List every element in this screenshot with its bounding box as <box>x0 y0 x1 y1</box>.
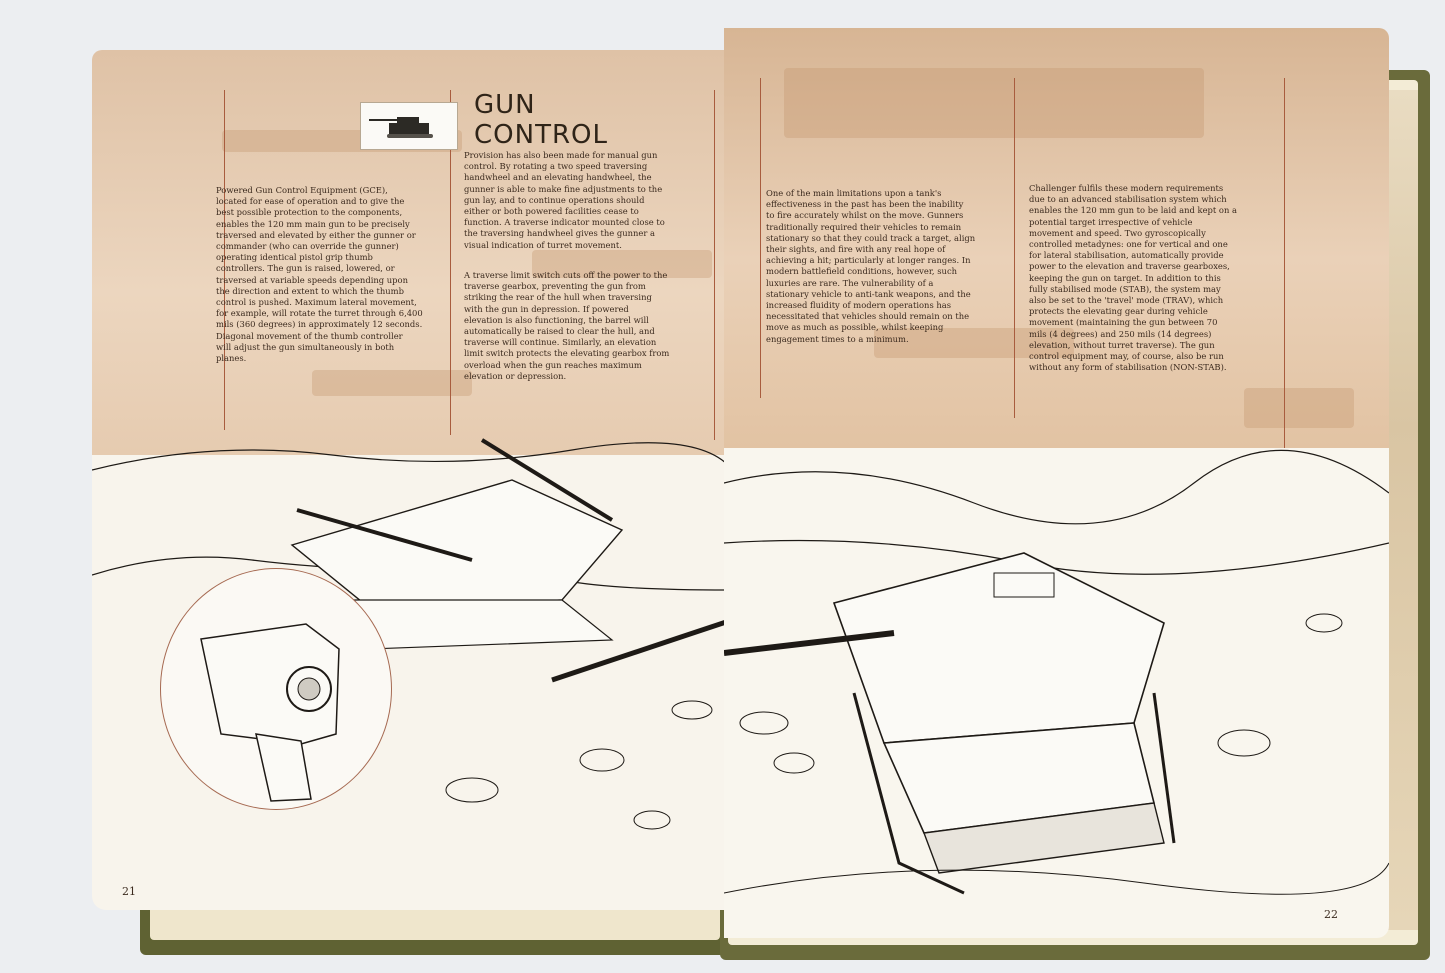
background-photo-smear <box>1244 388 1354 428</box>
column-rule <box>1014 78 1015 418</box>
pistol-grip-controller-illustration <box>160 568 392 810</box>
column-rule <box>760 78 761 398</box>
left-page: GUN CONTROL Powered Gun Control Equipmen… <box>92 50 728 910</box>
page-stack-edge <box>1384 90 1418 930</box>
text-column-manual-control: Provision has also been made for manual … <box>464 150 665 250</box>
text-column-limitations: One of the main limitations upon a tank'… <box>766 188 976 344</box>
column-rule <box>1284 78 1285 448</box>
page-number-right: 22 <box>1324 908 1338 921</box>
background-photo-smear <box>312 370 472 396</box>
terrain-illustration-left <box>92 438 728 830</box>
text-column-limit-switch: A traverse limit switch cuts off the pow… <box>464 270 670 381</box>
text-column-gce: Powered Gun Control Equipment (GCE), loc… <box>216 185 423 364</box>
background-photo-smear <box>532 250 712 278</box>
column-rule <box>224 90 225 430</box>
column-rule <box>450 90 451 435</box>
background-tank-photo <box>784 68 1204 138</box>
tank-illustration <box>724 449 1389 895</box>
text-column-stabilisation: Challenger fulfils these modern requirem… <box>1029 183 1238 373</box>
tank-thumbnail-icon <box>360 102 458 150</box>
column-rule <box>714 90 715 440</box>
page-number-left: 21 <box>122 885 136 898</box>
background-photo-smear <box>874 328 1074 358</box>
right-page: One of the main limitations upon a tank'… <box>724 28 1389 938</box>
page-title: GUN CONTROL <box>474 90 608 150</box>
right-text-band <box>724 28 1389 448</box>
